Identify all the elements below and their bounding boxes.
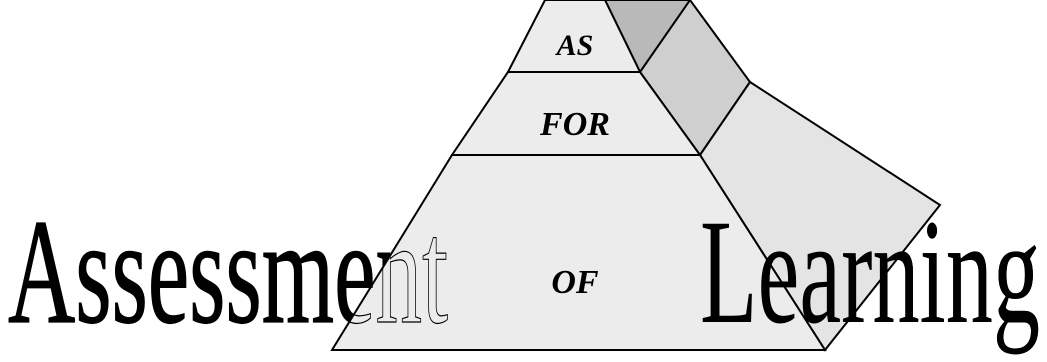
tier-as-label: AS	[555, 29, 594, 62]
left-word-overlay: Assessment	[8, 189, 448, 355]
right-word-overlay: Learning	[700, 189, 1040, 355]
tier-of-label: OF	[551, 264, 599, 301]
tier-for-label: FOR	[539, 106, 610, 143]
